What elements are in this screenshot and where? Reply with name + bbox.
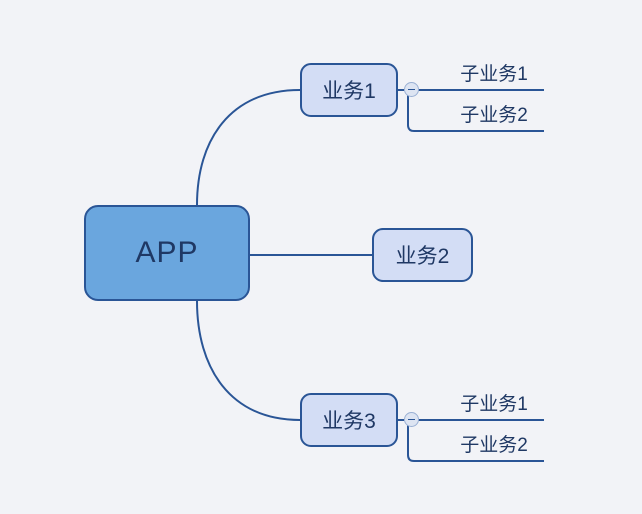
- minus-icon: [408, 419, 415, 420]
- edge-root-to-branch1: [196, 89, 301, 206]
- leaf-branch1-child2[interactable]: 子业务2: [444, 99, 544, 131]
- minus-icon: [408, 89, 415, 90]
- leaf-branch3-child1-label: 子业务1: [460, 393, 528, 415]
- node-branch-2-label: 业务2: [395, 245, 450, 268]
- leaf-branch1-child2-label: 子业务2: [460, 104, 528, 126]
- leaf-branch1-child1-label: 子业务1: [460, 63, 528, 85]
- node-root-label: APP: [135, 236, 199, 269]
- node-branch-3[interactable]: 业务3: [300, 393, 398, 447]
- node-branch-2[interactable]: 业务2: [372, 228, 473, 282]
- leaf-branch3-child2-label: 子业务2: [460, 434, 528, 456]
- node-branch-1-label: 业务1: [322, 80, 376, 103]
- leaf-branch3-child1[interactable]: 子业务1: [444, 388, 544, 420]
- collapse-toggle-branch-1[interactable]: [404, 82, 419, 97]
- node-branch-1[interactable]: 业务1: [300, 63, 398, 117]
- leaf-branch3-child2[interactable]: 子业务2: [444, 429, 544, 461]
- edge-root-to-branch3: [196, 300, 301, 421]
- leaf-branch1-child1[interactable]: 子业务1: [444, 58, 544, 90]
- node-branch-3-label: 业务3: [322, 410, 376, 433]
- node-root[interactable]: APP: [84, 205, 250, 301]
- collapse-toggle-branch-3[interactable]: [404, 412, 419, 427]
